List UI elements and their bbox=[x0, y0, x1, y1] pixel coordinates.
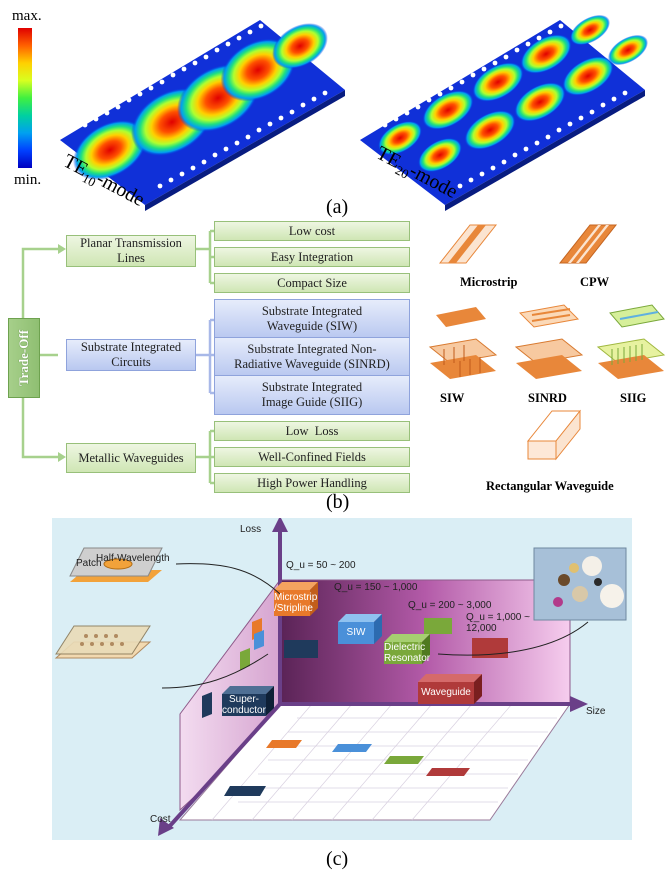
tech-comparison-3d bbox=[54, 518, 627, 836]
tree-connectors bbox=[21, 229, 214, 485]
rect-waveguide-icon bbox=[526, 409, 582, 461]
box-waveguide bbox=[418, 674, 482, 704]
label-cpw: CPW bbox=[580, 275, 610, 289]
te10-plate bbox=[60, 20, 345, 211]
item-siig: Substrate Integrated Image Guide (SIIG) bbox=[214, 375, 410, 415]
field-plots bbox=[60, 14, 648, 211]
trade-off-label: Trade-Off bbox=[16, 329, 32, 387]
caption-a: (a) bbox=[326, 196, 349, 218]
axis-loss-label: Loss bbox=[240, 524, 262, 535]
box-microstrip bbox=[274, 582, 318, 616]
label-microstrip-stripline: Microstrip /Stripline bbox=[274, 592, 318, 614]
te20-plate bbox=[360, 14, 648, 211]
legend-min-label: min. bbox=[14, 172, 42, 188]
siw-icon bbox=[428, 307, 498, 379]
box-siw bbox=[338, 614, 382, 644]
caption-c: (c) bbox=[326, 848, 349, 870]
label-microstrip: Microstrip bbox=[460, 275, 518, 289]
inset-siw-stack bbox=[54, 625, 152, 659]
label-waveguide-box: Waveguide bbox=[421, 687, 471, 698]
structure-illustrations bbox=[428, 224, 666, 461]
item-compact-size: Compact Size bbox=[214, 273, 410, 293]
q-dielectric: Q_u = 200 ~ 3,000 bbox=[408, 600, 492, 611]
label-siw-box: SIW bbox=[346, 627, 366, 638]
label-sinrd: SINRD bbox=[528, 391, 567, 405]
item-low-cost: Low cost bbox=[214, 221, 410, 241]
sinrd-icon bbox=[514, 304, 584, 379]
panel-a: max. min. bbox=[0, 0, 672, 218]
item-easy-integration: Easy Integration bbox=[214, 247, 410, 267]
item-low-loss: Low Loss bbox=[214, 421, 410, 441]
label-rect-waveguide: Rectangular Waveguide bbox=[486, 479, 614, 493]
item-well-confined: Well-Confined Fields bbox=[214, 447, 410, 467]
box-superconductor bbox=[222, 686, 274, 716]
inset-half-wavelength bbox=[69, 547, 163, 582]
label-dielectric-resonator: Dielectric Resonator bbox=[384, 642, 431, 664]
label-siw: SIW bbox=[440, 391, 465, 405]
siig-icon bbox=[596, 304, 666, 379]
panel-b: Trade-Off Planar Transmission Lines Subs… bbox=[0, 215, 672, 515]
resonator-photo bbox=[533, 547, 627, 621]
inset-half-wavelength-label: Half-Wavelength bbox=[96, 553, 170, 564]
trade-off-root: Trade-Off bbox=[8, 318, 40, 398]
microstrip-icon bbox=[438, 224, 498, 264]
caption-b: (b) bbox=[326, 491, 350, 513]
axis-size-label: Size bbox=[586, 706, 606, 717]
label-siig: SIIG bbox=[620, 391, 647, 405]
item-siw: Substrate Integrated Waveguide (SIW) bbox=[214, 299, 410, 339]
axis-cost-label: Cost bbox=[150, 814, 171, 825]
legend-max-label: max. bbox=[12, 8, 42, 24]
category-substrate: Substrate Integrated Circuits bbox=[66, 339, 196, 371]
inset-patch-label: Patch bbox=[76, 558, 102, 569]
panel-c: Loss Size Cost Half-Wavelength Patch Q_u… bbox=[52, 518, 632, 840]
q-waveguide: Q_u = 1,000 ~ 12,000 bbox=[466, 612, 530, 634]
q-siw: Q_u = 150 ~ 1,000 bbox=[334, 582, 418, 593]
color-legend-bar bbox=[18, 28, 32, 168]
item-high-power: High Power Handling bbox=[214, 473, 410, 493]
category-planar: Planar Transmission Lines bbox=[66, 235, 196, 267]
q-microstrip: Q_u = 50 ~ 200 bbox=[286, 560, 356, 571]
cpw-icon bbox=[558, 224, 618, 264]
label-superconductor: Super- conductor bbox=[222, 694, 266, 716]
box-dielectric bbox=[384, 634, 430, 664]
category-metallic: Metallic Waveguides bbox=[66, 443, 196, 473]
item-sinrd: Substrate Integrated Non-Radiative Waveg… bbox=[214, 337, 410, 377]
